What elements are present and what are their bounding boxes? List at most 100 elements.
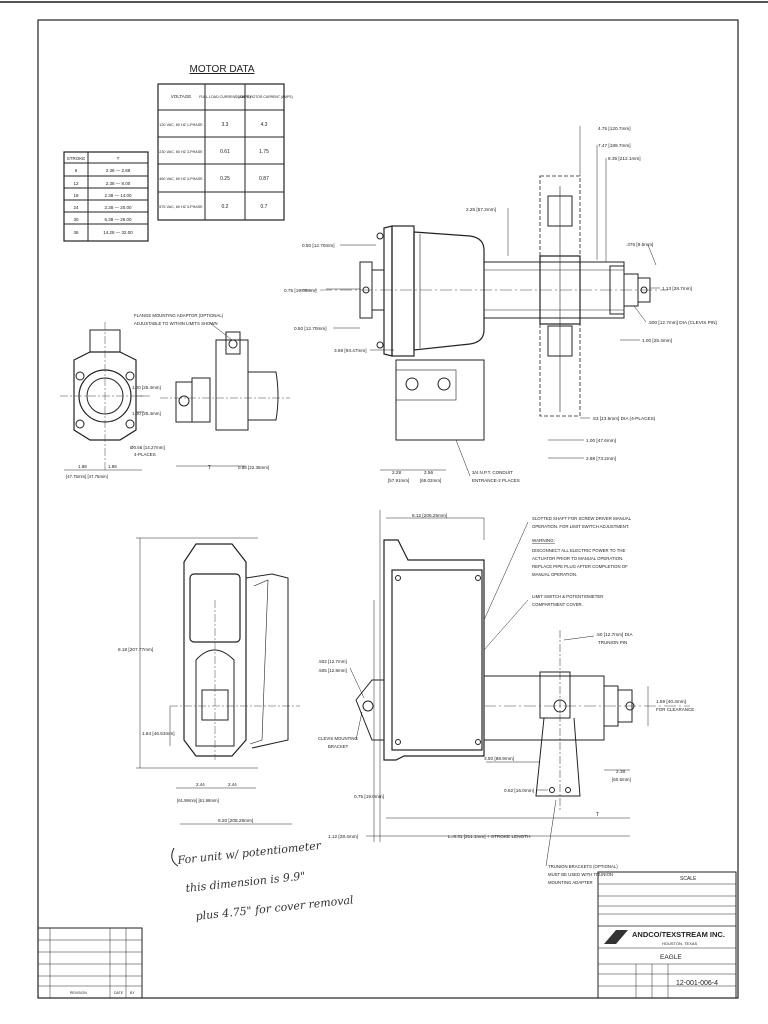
dim-label: [65.02mm] [420,478,441,483]
dim-label: T [208,465,211,471]
motor-cell: 3.3 [222,122,229,128]
warning-text: DISCONNECT ALL ELECTRIC POWER TO THE [532,548,625,553]
dim-label: 3.50 [88.9mm] [484,756,514,761]
dim-label: .375 [9.5mm] [626,242,653,247]
actuator-top-view [300,175,668,441]
warning-text: REPLACE PIPE PLUG AFTER COMPLETION OF [532,564,628,569]
handwritten-line: plus 4.75" for cover removal [195,893,355,923]
dim-label: [57.91mm] [388,478,409,483]
stroke-cell: 14.28 — 32.00 [103,230,133,235]
dim-label: 0.62 [16.0mm] [504,788,534,793]
stroke-cell: 2.38 — 2.88 [106,168,131,173]
stroke-cell: 18 [73,193,79,198]
trunion-bracket-note: TRUNION BRACKETS (OPTIONAL) [548,864,618,869]
flange-note: ADJUSTABLE TO WITHIN LIMITS SHOWN [134,321,218,326]
motor-data-table: MOTOR DATA VOLTAGE FULL LOAD CURRENT (AM… [157,64,293,221]
manual-note: OPERATION. FOR LIMIT SWITCH ADJUSTMENT. [532,524,629,529]
dim-label: 1.88 [108,464,117,469]
warning-text: MANUAL OPERATION. [532,572,577,577]
dim-label: .505 [12.8mm] [318,668,347,673]
scale-label: SCALE [680,876,697,882]
dim-label: 2.56 [424,470,434,475]
dim-label: .53 [13.5mm] DIA (4-PLACES) [592,416,656,421]
dim-label: 2.88 [73.2mm] [586,456,616,461]
drawing-number: 12-001-006-4 [676,980,718,987]
dim-label: L=8.31 [211.1mm] + STROKE LENGTH [448,834,531,839]
sheet-border [37,19,739,999]
stroke-header: T [117,156,120,161]
motor-header-full-load: FULL LOAD CURRENT (AMPS) [199,95,251,99]
motor-cell: 1.75 [259,149,269,155]
stroke-cell: 2.38 — 20.00 [104,205,132,210]
stroke-cell: 6.38 — 26.00 [104,217,132,222]
dim-label: [47.75mm] [47.75mm] [66,474,108,479]
motor-cell: 460 VAC, 60 HZ 3-PHASE [159,177,203,181]
dim-label: [60.5mm] [612,777,631,782]
motor-header-voltage: VOLTAGE [171,94,192,99]
dim-label: 2.25 [57.2mm] [466,207,496,212]
handwritten-line: For unit w/ potentiometer [176,839,322,867]
dim-label: 1.00 [47.6mm] [586,438,616,443]
trunion-pin-label: .50 [12.7mm] DIA [596,632,633,637]
dim-label: 0.50 [12.70mm] [302,243,335,248]
dim-label: 0.75 [19.0mm] [354,794,384,799]
handwritten-line: this dimension is 9.9" [185,869,306,895]
stroke-header: STROKE [67,156,86,161]
dim-label: 8.12 [206.25mm] [412,513,447,518]
dim-label: 4.75 [120.7mm] [598,126,631,131]
dim-label: 1.59 [40.4mm] [656,699,686,704]
warning-text: ACTUATOR PRIOR TO MANUAL OPERATION. [532,556,623,561]
dim-label: 8.35 [212.1mm] [608,156,641,161]
revision-by-label: BY [130,991,135,995]
dim-label: .502 [12.7mm] [318,659,347,664]
trunion-bracket-note: MUST BE USED WITH TRUNION [548,872,613,877]
dim-label: 2.44 [228,782,237,787]
motor-cell: 4.3 [261,122,268,128]
stroke-cell: 24 [73,205,79,210]
top-view-dimensions: 4.75 [120.7mm] 7.47 [189.7mm] 8.35 [212.… [284,126,717,483]
dim-label: .500 [12.7mm] DIA (CLEVIS PIN) [648,320,717,325]
dim-label: 1.12 [28.4mm] [328,834,358,839]
conduit-note: ENTRANCE-2 PLACES [472,478,520,483]
motor-cell: 230 VAC, 60 HZ 3-PHASE [159,150,203,154]
company-name: ANDCO/TEXSTREAM INC. [632,930,725,939]
dim-label: 3.69 [93.47mm] [334,348,367,353]
trunion-pin-label: TRUNION PIN [598,640,627,645]
stroke-table: STROKE T 6 2.38 — 2.88 12 2.38 — 8.00 18… [63,151,149,242]
dim-label: 2.38 [616,769,626,774]
stroke-cell: 2.38 — 8.00 [106,181,131,186]
stroke-cell: 12 [73,181,79,186]
flange-adaptor-view: FLANGE MOUNTING ADAPTOR (OPTIONAL) ADJUS… [60,313,290,479]
dim-label: 7.47 [189.7mm] [598,143,631,148]
dim-label: 0.50 [12.70mm] [294,326,327,331]
stroke-cell: 30 [73,217,79,222]
motor-cell: 0.25 [220,176,230,182]
dim-label: 0.75 [19.05mm] [284,288,317,293]
limit-switch-note: LIMIT SWITCH & POTENTIOMETER [532,594,603,599]
dim-label: 1.00 [25.4mm] [132,411,161,416]
manual-note: SLOTTED SHAFT FOR SCREW DRIVER MANUAL [532,516,632,521]
motor-data-title: MOTOR DATA [190,64,255,75]
trunion-bracket-note: MOUNTING ADAPTER [548,880,593,885]
actuator-front-view: 8.12 [206.25mm] .502 [12.7mm] .505 [12.8… [318,510,694,885]
actuator-end-view: 8.18 [207.77mm] 1.84 [46.53mm] 2.44 2.44… [118,537,300,825]
dim-label: [61.98mm] [61.98mm] [177,798,219,803]
handwritten-note: For unit w/ potentiometer this dimension… [171,839,355,923]
revision-label: REVISION [70,991,87,995]
warning-title: WARNING: [532,538,555,543]
dim-label: 2.44 [196,782,205,787]
motor-cell: 0.87 [259,176,269,182]
dim-label: 8.18 [207.77mm] [118,647,153,652]
dim-label: 0.88 [22.35mm] [238,465,269,470]
company-logo-icon [604,930,628,944]
stroke-cell: 6 [75,168,78,173]
product-name: EAGLE [660,954,682,961]
clevis-note: CLEVIS MOUNTING [318,736,359,741]
dim-label: 1.88 [78,464,87,469]
dim-label: 2.28 [392,470,402,475]
conduit-note: 3/4 N.P.T. CONDUIT [472,470,513,475]
dim-label: 8.20 [208.28mm] [218,818,253,823]
title-block: SCALE ANDCO/TEXSTREAM INC. HOUSTON, TEXA… [597,871,737,999]
company-city: HOUSTON, TEXAS [662,941,698,946]
